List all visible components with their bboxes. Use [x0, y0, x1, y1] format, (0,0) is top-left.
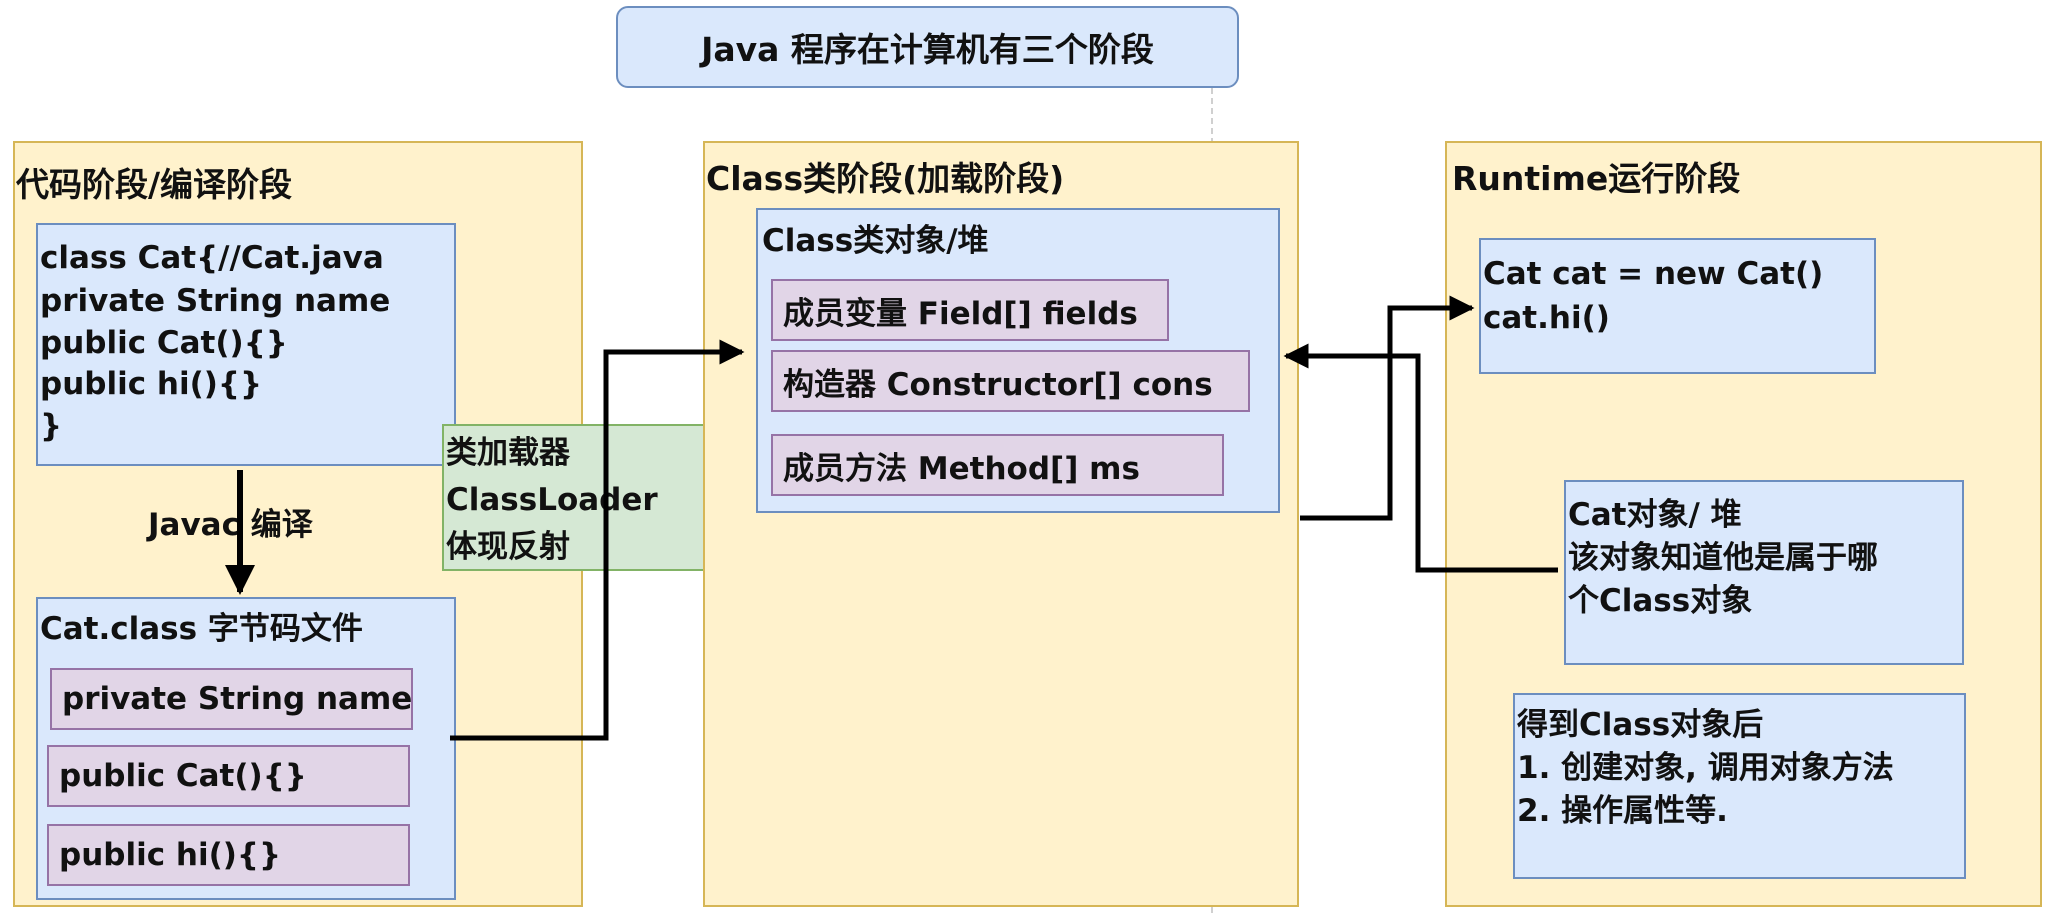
- bytecode-method-item: public hi(){}: [47, 824, 410, 886]
- cat-object-line: 个Class对象: [1568, 583, 1753, 619]
- instantiate-arrow: [1300, 295, 1475, 521]
- diagram-title: Java 程序在计算机有三个阶段: [616, 6, 1239, 88]
- class-loader-line: 类加载器: [446, 435, 570, 471]
- after-class-object-line: 1. 创建对象, 调用对象方法: [1517, 750, 1894, 786]
- class-stage-title: Class类阶段(加载阶段): [706, 159, 1065, 198]
- runtime-stage-title: Runtime运行阶段: [1452, 159, 1741, 198]
- after-class-object-box: [1513, 693, 1966, 879]
- cat-object-line: Cat对象/ 堆: [1568, 497, 1742, 533]
- source-code-box: [36, 223, 456, 466]
- class-loader-box: [442, 424, 717, 571]
- class-loader-line: 体现反射: [446, 529, 570, 565]
- compile-label: Javac 编译: [148, 507, 313, 543]
- bytecode-field-item: private String name: [50, 668, 413, 730]
- after-class-object-line: 得到Class对象后: [1517, 707, 1764, 743]
- source-line: }: [40, 408, 63, 444]
- code-stage-title: 代码阶段/编译阶段: [16, 165, 293, 204]
- constructor-array-item: 构造器 Constructor[] cons: [771, 350, 1250, 412]
- class-loader-line: ClassLoader: [446, 482, 658, 518]
- after-class-object-line: 2. 操作属性等.: [1517, 793, 1728, 829]
- cat-object-box: [1564, 480, 1964, 665]
- field-array-item: 成员变量 Field[] fields: [771, 279, 1169, 341]
- runtime-code-line: cat.hi(): [1483, 300, 1610, 336]
- cat-object-line: 该对象知道他是属于哪: [1568, 540, 1878, 576]
- runtime-code-line: Cat cat = new Cat(): [1483, 256, 1824, 292]
- belongs-to-class-arrow: [1283, 343, 1558, 573]
- class-object-title: Class类对象/堆: [762, 223, 989, 259]
- runtime-code-box: [1479, 238, 1876, 374]
- source-line: public Cat(){}: [40, 325, 288, 361]
- source-line: public hi(){}: [40, 366, 263, 402]
- bytecode-title: Cat.class 字节码文件: [40, 611, 363, 647]
- source-line: class Cat{//Cat.java: [40, 240, 384, 276]
- bytecode-constructor-item: public Cat(){}: [47, 745, 410, 807]
- source-line: private String name: [40, 283, 391, 319]
- method-array-item: 成员方法 Method[] ms: [771, 434, 1224, 496]
- load-arrow: [450, 339, 745, 741]
